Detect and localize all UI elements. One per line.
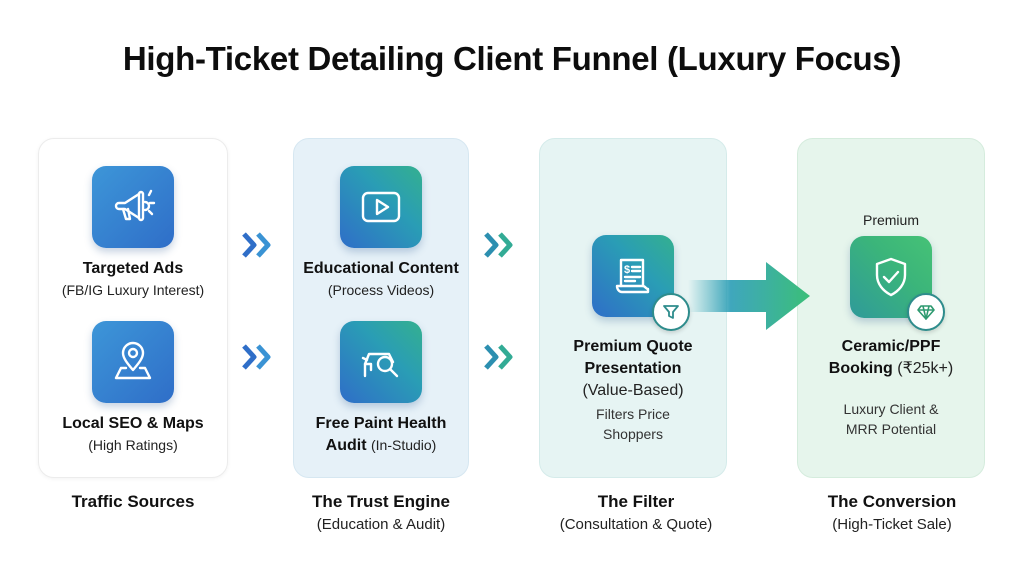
item-note-line2: Shoppers xyxy=(603,426,663,442)
stage-name: The Filter xyxy=(597,492,675,511)
item-educational-content: Educational Content (Process Videos) xyxy=(271,258,491,300)
stage-subtitle: (Education & Audit) xyxy=(316,516,446,533)
item-note-line2: MRR Potential xyxy=(845,421,937,437)
item-title: Local SEO & Maps xyxy=(62,415,204,432)
item-detail: (FB/IG Luxury Interest) xyxy=(61,282,205,298)
item-local-seo: Local SEO & Maps (High Ratings) xyxy=(23,413,243,455)
item-title-line1: Premium Quote xyxy=(573,338,693,355)
item-detail: (In-Studio) xyxy=(370,437,437,453)
filter-icon xyxy=(652,293,690,331)
page-title: High-Ticket Detailing Client Funnel (Lux… xyxy=(122,40,902,77)
stage-name: The Conversion xyxy=(827,492,957,511)
item-note-line1: Luxury Client & xyxy=(843,401,939,417)
item-ceramic-booking: Ceramic/PPF Booking (₹25k+) Luxury Clien… xyxy=(781,336,1001,439)
stage-label-traffic-sources: Traffic Sources xyxy=(13,490,253,514)
item-title-line2: Audit xyxy=(325,437,367,454)
item-detail: (Process Videos) xyxy=(327,282,435,298)
item-title-line1: Free Paint Health xyxy=(315,415,447,432)
item-title: Targeted Ads xyxy=(82,260,184,277)
item-note-line1: Filters Price xyxy=(596,406,670,422)
stage-name: Traffic Sources xyxy=(71,492,195,511)
stage-label-trust-engine: The Trust Engine (Education & Audit) xyxy=(261,490,501,536)
item-paint-audit: Free Paint Health Audit (In-Studio) xyxy=(271,413,491,457)
double-chevron-icon xyxy=(242,344,271,370)
item-detail: (High Ratings) xyxy=(88,437,178,453)
conversion-arrow-icon xyxy=(688,262,810,330)
diamond-icon xyxy=(907,293,945,331)
item-detail: (₹25k+) xyxy=(897,360,954,377)
item-targeted-ads: Targeted Ads (FB/IG Luxury Interest) xyxy=(23,258,243,300)
megaphone-icon xyxy=(92,166,174,248)
stage-subtitle: (High-Ticket Sale) xyxy=(832,516,952,533)
car-inspection-icon xyxy=(340,321,422,403)
item-detail: (Value-Based) xyxy=(582,382,684,399)
double-chevron-icon xyxy=(484,344,513,370)
svg-text:$: $ xyxy=(624,264,630,276)
item-title: Educational Content xyxy=(303,260,459,277)
item-title-line1: Ceramic/PPF xyxy=(841,338,941,355)
stage-label-filter: The Filter (Consultation & Quote) xyxy=(516,490,756,536)
stage-subtitle: (Consultation & Quote) xyxy=(559,516,713,533)
item-title-line2: Booking xyxy=(828,360,893,377)
stage-label-conversion: The Conversion (High-Ticket Sale) xyxy=(772,490,1012,536)
item-title-line2: Presentation xyxy=(584,360,682,377)
premium-tag: Premium xyxy=(862,212,919,228)
double-chevron-icon xyxy=(242,232,271,258)
double-chevron-icon xyxy=(484,232,513,258)
video-play-icon xyxy=(340,166,422,248)
item-premium-quote: Premium Quote Presentation (Value-Based)… xyxy=(523,336,743,444)
stage-name: The Trust Engine xyxy=(312,492,450,511)
map-pin-icon xyxy=(92,321,174,403)
